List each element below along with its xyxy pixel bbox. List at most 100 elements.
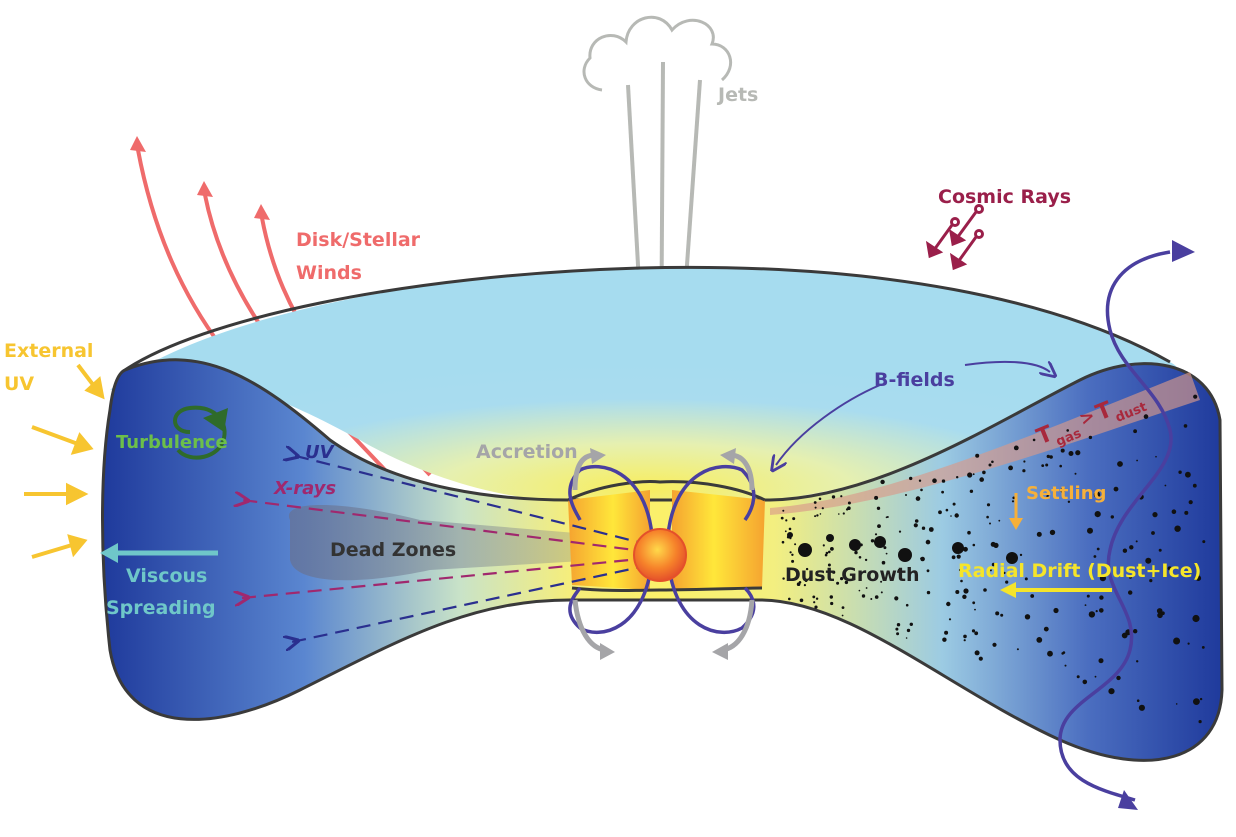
dust-grain: [871, 539, 874, 542]
dust-grain: [1049, 455, 1053, 459]
dust-grain: [1061, 449, 1065, 453]
dust-grain: [1033, 439, 1036, 442]
dust-grain: [1108, 688, 1114, 694]
dust-grain: [998, 520, 1000, 522]
dust-grain: [949, 618, 951, 620]
settling-label: Settling: [1026, 483, 1106, 504]
dust-grain: [1099, 608, 1104, 613]
dust-grain: [1133, 629, 1137, 633]
external-uv-arrow: [32, 427, 78, 444]
dust-grain: [967, 472, 972, 477]
bfields-label: B-fields: [874, 369, 955, 391]
dust-grain: [1128, 590, 1132, 594]
dust-grain: [1099, 658, 1104, 663]
dust-grain: [830, 602, 833, 605]
viscous-label-line2: Spreading: [106, 597, 216, 619]
dust-grain: [1083, 680, 1088, 685]
accretion-arrow: [575, 600, 605, 650]
dust-grain: [1155, 456, 1157, 458]
dust-grain: [800, 599, 804, 603]
dust-grain: [1022, 469, 1025, 472]
dust-grain: [791, 560, 794, 563]
wind-arrowhead: [197, 181, 213, 197]
external-uv-arrowhead: [70, 537, 84, 553]
dust-grain: [1014, 446, 1019, 451]
dust-grain: [788, 598, 791, 601]
dust-grain: [953, 503, 956, 506]
dust-grain: [1117, 461, 1123, 467]
dust-grain: [952, 555, 956, 559]
dust-grain: [870, 598, 872, 600]
dust-grain: [946, 602, 950, 606]
jets-label: Jets: [716, 84, 758, 106]
dust-grain: [1136, 460, 1138, 462]
dust-grain: [880, 480, 884, 484]
dust-grain: [987, 503, 990, 506]
dust-grain: [895, 628, 898, 631]
dust-grain: [991, 461, 994, 464]
dust-grain: [964, 639, 966, 641]
dust-grain: [946, 509, 949, 512]
dust-grain: [920, 489, 923, 492]
dust-grain: [866, 587, 868, 589]
dust-grain: [802, 550, 804, 552]
dust-grain: [926, 540, 931, 545]
dust-grain: [1184, 511, 1188, 515]
dust-grain: [1193, 484, 1197, 488]
dust-grain: [1139, 705, 1145, 711]
dust-grain: [993, 543, 998, 548]
dust-grain: [849, 539, 861, 551]
dust-grain: [1165, 485, 1167, 487]
dust-grain: [1041, 464, 1044, 467]
dust-grain: [877, 507, 880, 510]
dust-grain: [927, 591, 930, 594]
dust-grain: [822, 507, 824, 509]
dust-grain: [929, 527, 934, 532]
dust-grain: [1045, 464, 1048, 467]
dust-grain: [1053, 608, 1058, 613]
dust-grain: [1050, 530, 1055, 535]
dust-grain: [1178, 471, 1181, 474]
dust-grain: [1185, 472, 1191, 478]
dust-grain: [973, 473, 975, 475]
dust-grain: [838, 513, 840, 515]
dust-grain: [1061, 652, 1064, 655]
dust-grain: [982, 471, 986, 475]
dust-grain: [1025, 614, 1030, 619]
cosmic-ray-particle: [952, 219, 959, 226]
dust-grain: [830, 595, 833, 598]
dust-grain: [1123, 549, 1127, 553]
dust-grain: [1087, 528, 1093, 534]
dust-grain: [896, 632, 899, 635]
dust-grain: [1085, 604, 1087, 606]
dust-grain: [995, 611, 999, 615]
accretion-label: Accretion: [476, 441, 578, 463]
cosmic-ray-arrow: [957, 212, 976, 238]
dust-grain: [970, 490, 973, 493]
xrays-label: X-rays: [273, 478, 336, 499]
dust-grain: [826, 534, 834, 542]
dust-grain: [1089, 611, 1095, 617]
dust-grain: [787, 536, 790, 539]
dust-grain: [909, 477, 912, 480]
dust-grain: [920, 557, 925, 562]
external-uv-arrow: [78, 365, 94, 386]
dust-grain: [1095, 511, 1101, 517]
dust-grain: [986, 516, 989, 519]
cosmic-rays: [928, 206, 983, 269]
jet-cloud-outline: [584, 17, 731, 90]
dust-grain: [789, 528, 792, 531]
dust-grain: [790, 551, 792, 553]
dust-grain: [1059, 465, 1062, 468]
dust-grain: [919, 480, 921, 482]
dead-zones-label: Dead Zones: [330, 539, 456, 561]
external-uv-label-line1: External: [4, 340, 93, 362]
dust-grain: [792, 517, 795, 520]
dust-grain: [1097, 548, 1100, 551]
dust-grain: [843, 512, 845, 514]
dust-grain: [1200, 698, 1202, 700]
dust-grain: [972, 629, 975, 632]
dust-grain: [875, 595, 879, 599]
dust-grain: [874, 496, 878, 500]
dust-grain: [1152, 512, 1157, 517]
